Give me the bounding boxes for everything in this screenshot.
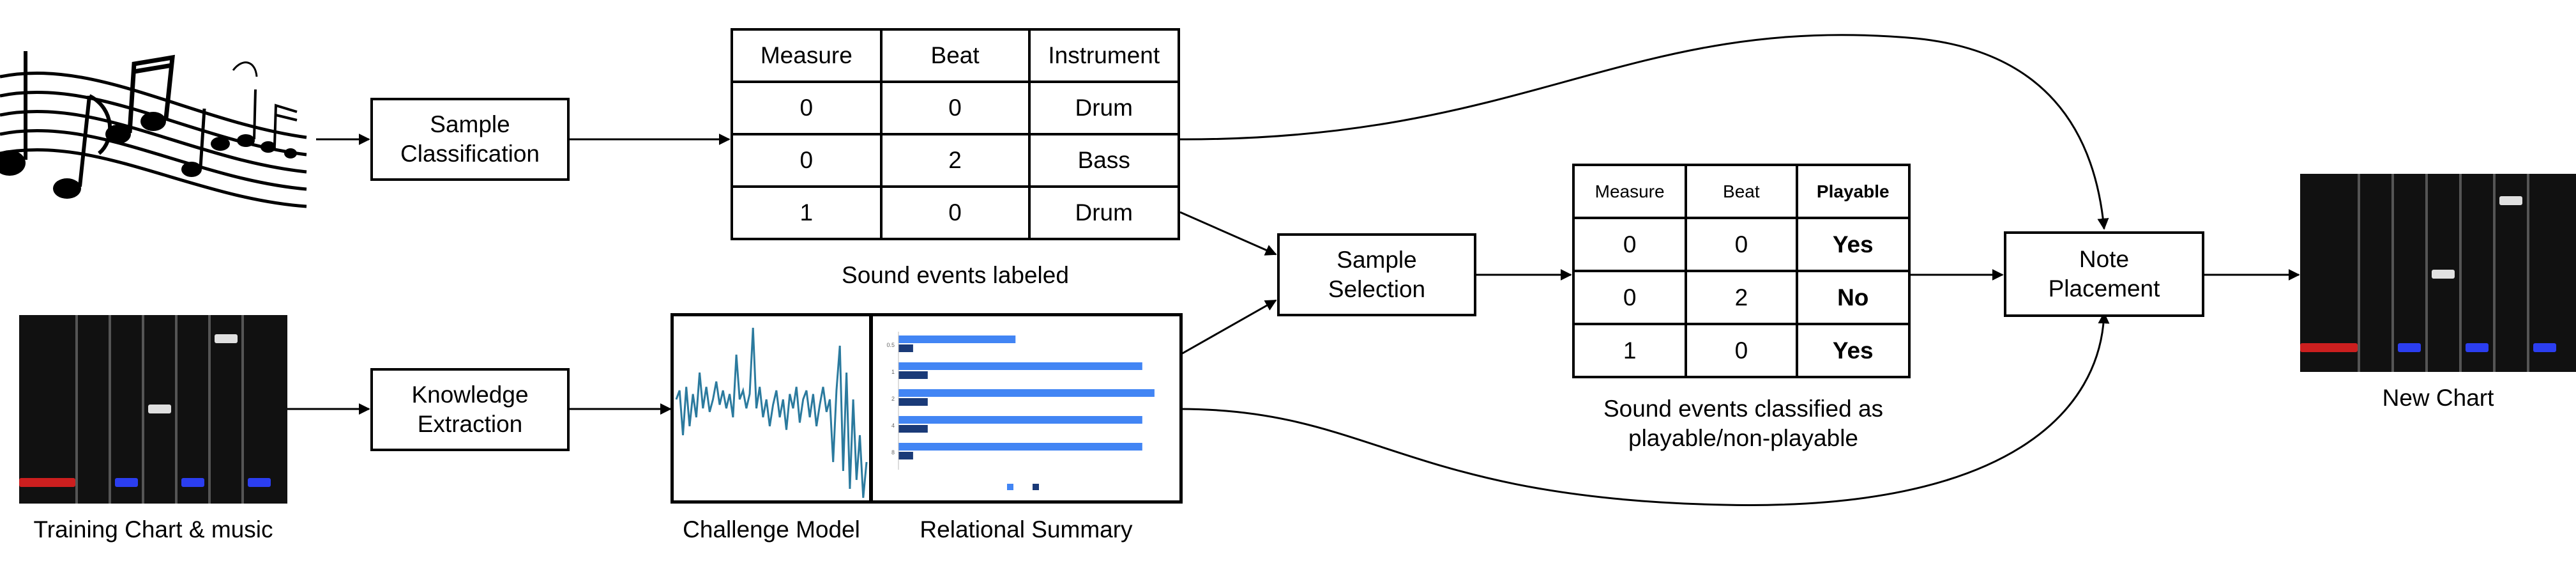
cell-beat: 0	[879, 185, 1031, 240]
cell-playable: Yes	[1795, 217, 1911, 272]
table-sound-events-labeled: Measure Beat Instrument 0 0 Drum 0 2 Bas…	[731, 28, 1180, 240]
arrow-summary-to-selection	[1179, 299, 1277, 356]
caption-sound-classified: Sound events classified as playable/non-…	[1558, 394, 1928, 453]
cell-beat: 0	[1685, 217, 1798, 272]
cell-measure: 0	[1572, 217, 1688, 272]
caption-relational-summary: Relational Summary	[920, 516, 1133, 543]
bar-series-0	[898, 335, 1016, 343]
relational-summary-panel: 0.5 1 2 4 8	[870, 313, 1183, 504]
cell-beat: 2	[879, 133, 1031, 188]
caption-challenge-model: Challenge Model	[683, 516, 860, 543]
bar-series-0	[898, 362, 1142, 370]
node-sample-classification: Sample Classification	[370, 98, 570, 181]
node-note-placement-label: Note Placement	[2048, 246, 2160, 302]
header-beat: Beat	[879, 28, 1031, 83]
header-measure: Measure	[731, 28, 883, 83]
caption-sound-classified-line2: playable/non-playable	[1628, 425, 1858, 451]
table-row: 1 0 Drum	[731, 185, 1180, 240]
table-row: 0 2 Bass	[731, 133, 1180, 188]
cell-measure: 0	[731, 133, 883, 188]
cell-playable: Yes	[1795, 323, 1911, 378]
node-sample-selection: Sample Selection	[1277, 233, 1476, 316]
bar-series-1	[898, 452, 913, 459]
header-instrument: Instrument	[1027, 28, 1180, 83]
cell-instrument: Drum	[1027, 185, 1180, 240]
caption-sound-classified-line1: Sound events classified as	[1603, 396, 1884, 422]
node-sample-classification-label: Sample Classification	[400, 111, 540, 167]
header-beat: Beat	[1685, 164, 1798, 219]
curve-summary-to-placement	[1179, 312, 2110, 506]
table-sound-events-classified: Measure Beat Playable 0 0 Yes 0 2 No 1 0…	[1572, 164, 1911, 378]
bar-series-1	[898, 425, 928, 433]
caption-training: Training Chart & music	[33, 516, 273, 543]
node-knowledge-extraction: Knowledge Extraction	[370, 368, 570, 451]
training-chart-image	[19, 315, 287, 504]
table-row: 0 2 No	[1572, 270, 1911, 325]
cell-measure: 0	[731, 81, 883, 135]
bar-series-0	[898, 389, 1155, 397]
challenge-model-panel	[671, 313, 872, 504]
arrow-table-to-selection	[1179, 211, 1277, 256]
bar-series-0	[898, 416, 1142, 424]
cell-beat: 0	[879, 81, 1031, 135]
table-header-row: Measure Beat Playable	[1572, 164, 1911, 219]
caption-new-chart: New Chart	[2382, 385, 2494, 411]
node-sample-selection-label: Sample Selection	[1328, 247, 1426, 302]
bar-series-1	[898, 371, 928, 379]
category-tick-label: 8	[891, 449, 895, 456]
cell-beat: 0	[1685, 323, 1798, 378]
category-tick-label: 2	[891, 396, 895, 402]
node-knowledge-extraction-label: Knowledge Extraction	[411, 382, 529, 437]
challenge-model-chart	[675, 327, 868, 498]
header-playable: Playable	[1795, 164, 1911, 219]
cell-instrument: Drum	[1027, 81, 1180, 135]
table-row: 0 0 Yes	[1572, 217, 1911, 272]
cell-playable: No	[1795, 270, 1911, 325]
bar-series-1	[898, 344, 913, 352]
table-row: 0 0 Drum	[731, 81, 1180, 135]
curve-table-to-placement	[1179, 34, 2109, 230]
legend-swatch	[1007, 484, 1013, 490]
cell-beat: 2	[1685, 270, 1798, 325]
table-header-row: Measure Beat Instrument	[731, 28, 1180, 83]
node-note-placement: Note Placement	[2004, 231, 2204, 317]
legend-swatch	[1033, 484, 1039, 490]
header-measure: Measure	[1572, 164, 1688, 219]
cell-measure: 1	[731, 185, 883, 240]
music-staff-with-notes-icon	[0, 51, 307, 208]
new-chart-image	[2300, 174, 2576, 372]
table-row: 1 0 Yes	[1572, 323, 1911, 378]
cell-instrument: Bass	[1027, 133, 1180, 188]
category-tick-label: 0.5	[886, 342, 895, 348]
bar-series-0	[898, 443, 1142, 451]
relational-summary-chart: 0.5 1 2 4 8	[886, 332, 1155, 490]
cell-measure: 0	[1572, 270, 1688, 325]
bar-series-1	[898, 398, 928, 406]
category-tick-label: 1	[891, 369, 895, 375]
cell-measure: 1	[1572, 323, 1688, 378]
challenge-line-series	[675, 327, 868, 498]
category-tick-label: 4	[891, 422, 895, 429]
caption-sound-labeled: Sound events labeled	[842, 262, 1069, 288]
